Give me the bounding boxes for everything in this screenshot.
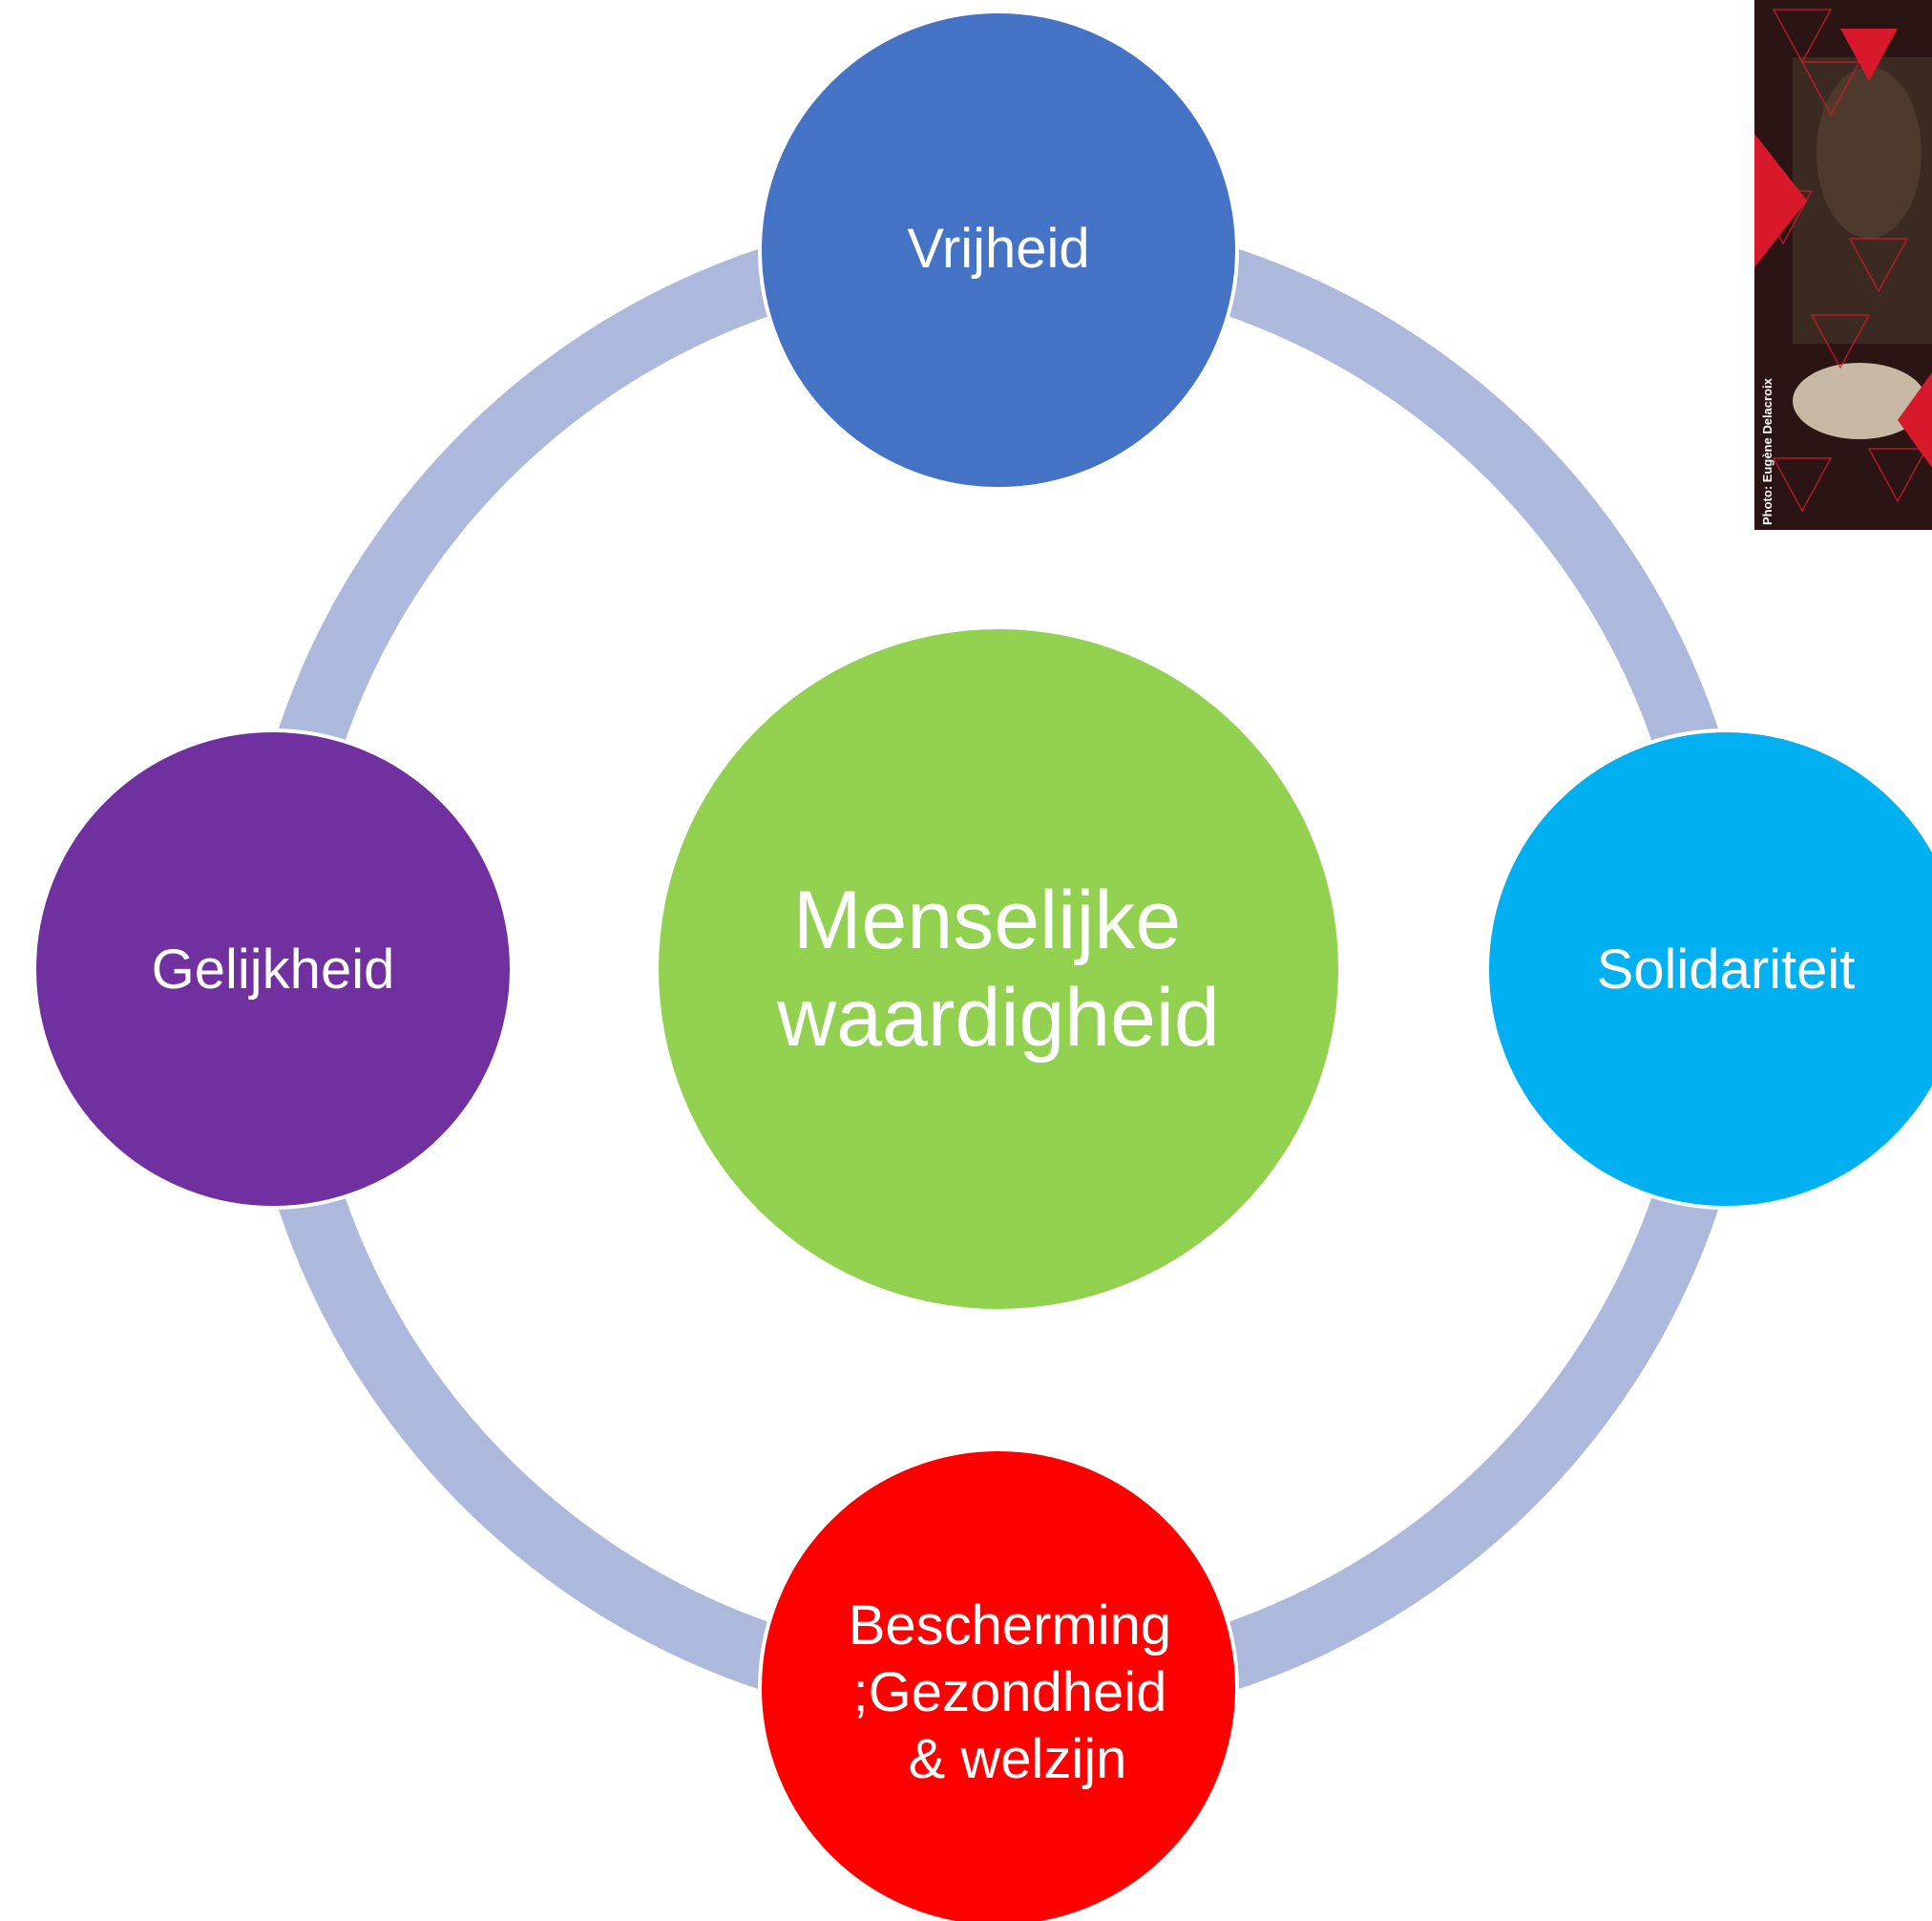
painting-image: Photo: Eugène Delacroix — [1754, 0, 1932, 530]
photo-caption: Photo: Eugène Delacroix — [1760, 377, 1774, 525]
node-vrijheid: Vrijheid — [758, 10, 1239, 491]
node-gelijkheid: Gelijkheid — [32, 728, 514, 1210]
node-vrijheid-label: Vrijheid — [907, 218, 1089, 280]
photo-thumbnail: Photo: Eugène Delacroix — [1754, 0, 1932, 530]
node-bescherming: Bescherming ;Gezondheid & welzijn — [758, 1447, 1239, 1921]
node-solidariteit-label: Solidariteit — [1597, 939, 1856, 1001]
center-node-label: Menselijke waardigheid — [776, 875, 1220, 1064]
node-bescherming-label: Bescherming ;Gezondheid & welzijn — [849, 1594, 1187, 1790]
node-gelijkheid-label: Gelijkheid — [152, 939, 395, 1001]
node-solidariteit: Solidariteit — [1485, 728, 1932, 1210]
center-node-menselijke-waardigheid: Menselijke waardigheid — [659, 629, 1338, 1309]
